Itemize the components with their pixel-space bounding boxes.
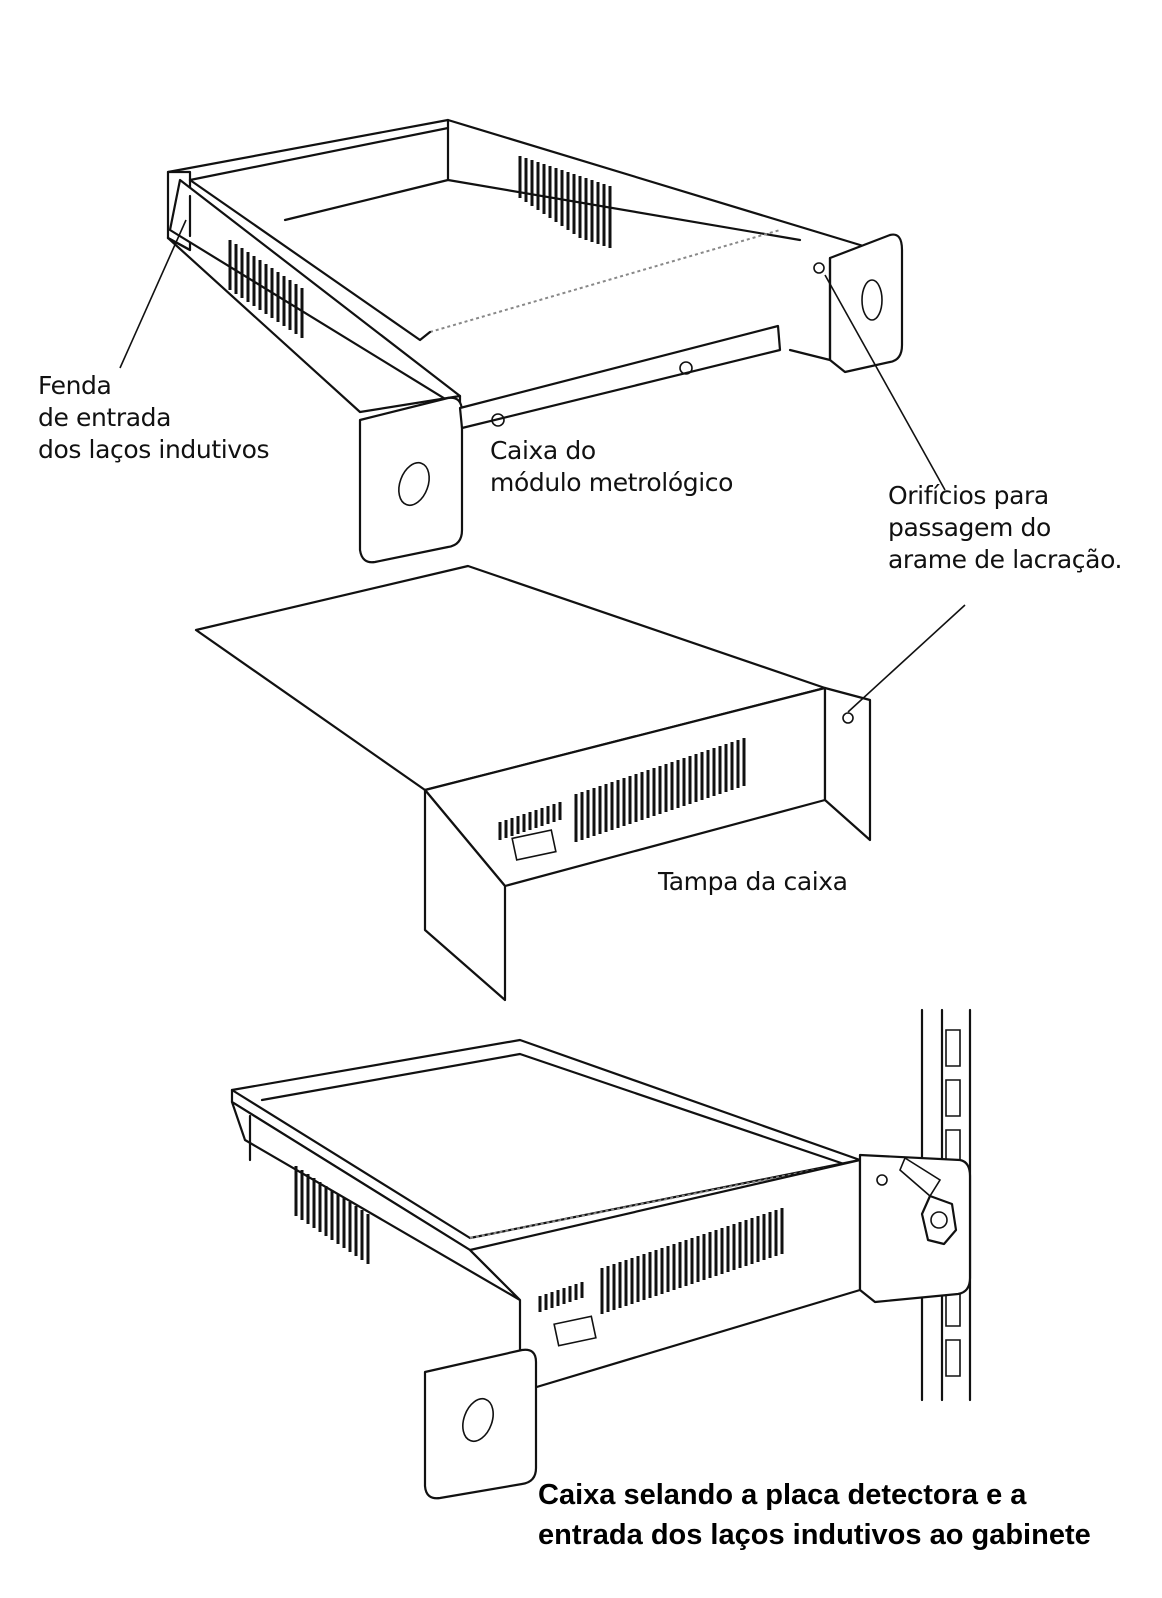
label-fenda: Fenda de entrada dos laços indutivos <box>38 371 270 464</box>
label-tampa: Tampa da caixa <box>658 867 848 896</box>
figure-caption: Caixa selando a placa detectora e a entr… <box>538 1479 1091 1551</box>
label-caixa-modulo: Caixa do módulo metrológico <box>490 436 734 497</box>
label-orificios: Orifícios para passagem do arame de lacr… <box>888 481 1123 574</box>
side-vent <box>228 240 304 338</box>
back-vent <box>518 156 612 248</box>
assembled-box-illustration <box>230 1008 972 1500</box>
assembled-front-vent <box>538 1208 784 1314</box>
cover-illustration <box>194 564 966 1002</box>
assembled-side-vent <box>294 1166 370 1264</box>
open-box-illustration <box>119 118 946 564</box>
cover-vent <box>498 738 746 842</box>
